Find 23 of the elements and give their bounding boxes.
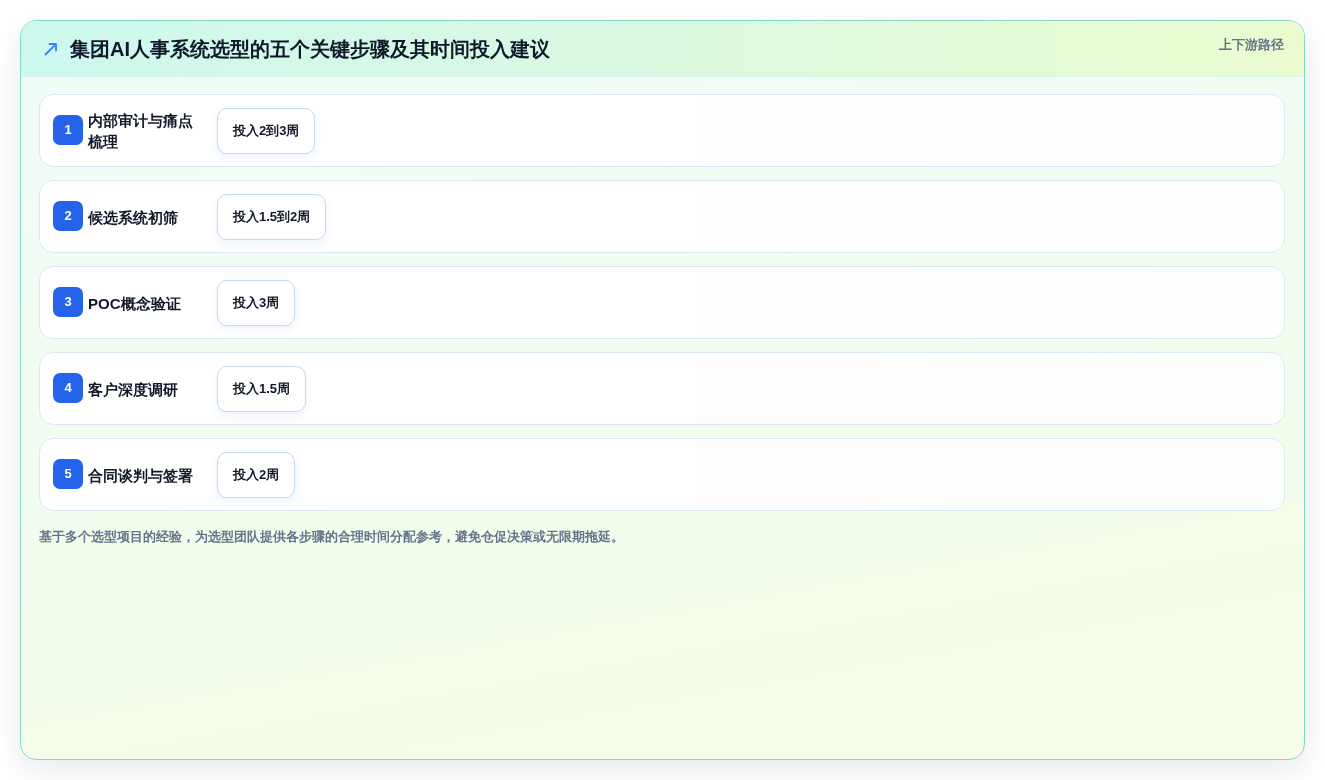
caption: 基于多个选型项目的经验，为选型团队提供各步骤的合理时间分配参考，避免仓促决策或无限期拖延。 <box>39 528 624 546</box>
step-name: 客户深度调研 <box>88 379 179 399</box>
duration-tag: 投入1.5到2周 <box>217 194 327 240</box>
duration-tag: 投入1.5周 <box>217 366 307 412</box>
duration-tag: 投入3周 <box>217 280 296 326</box>
step-name: POC概念验证 <box>88 293 182 313</box>
step-number-badge: 3 <box>53 287 83 317</box>
step-card <box>39 94 1285 167</box>
title: 集团AI人事系统选型的五个关键步骤及其时间投入建议 <box>70 37 550 62</box>
step-name: 内部审计与痛点梳理 <box>88 110 194 152</box>
step-name: 候选系统初筛 <box>88 207 179 227</box>
duration-tag: 投入2到3周 <box>217 108 316 154</box>
step-number-badge: 5 <box>53 459 83 489</box>
step-card <box>39 180 1285 253</box>
step-number-badge: 2 <box>53 201 83 231</box>
step-card <box>39 352 1285 425</box>
step-name: 合同谈判与签署 <box>88 465 194 485</box>
duration-tag: 投入2周 <box>217 452 296 498</box>
step-number-badge: 1 <box>53 115 83 145</box>
corner-label: 上下游路径 <box>1219 36 1284 54</box>
step-number-badge: 4 <box>53 373 83 403</box>
step-card <box>39 266 1285 339</box>
step-card <box>39 438 1285 511</box>
